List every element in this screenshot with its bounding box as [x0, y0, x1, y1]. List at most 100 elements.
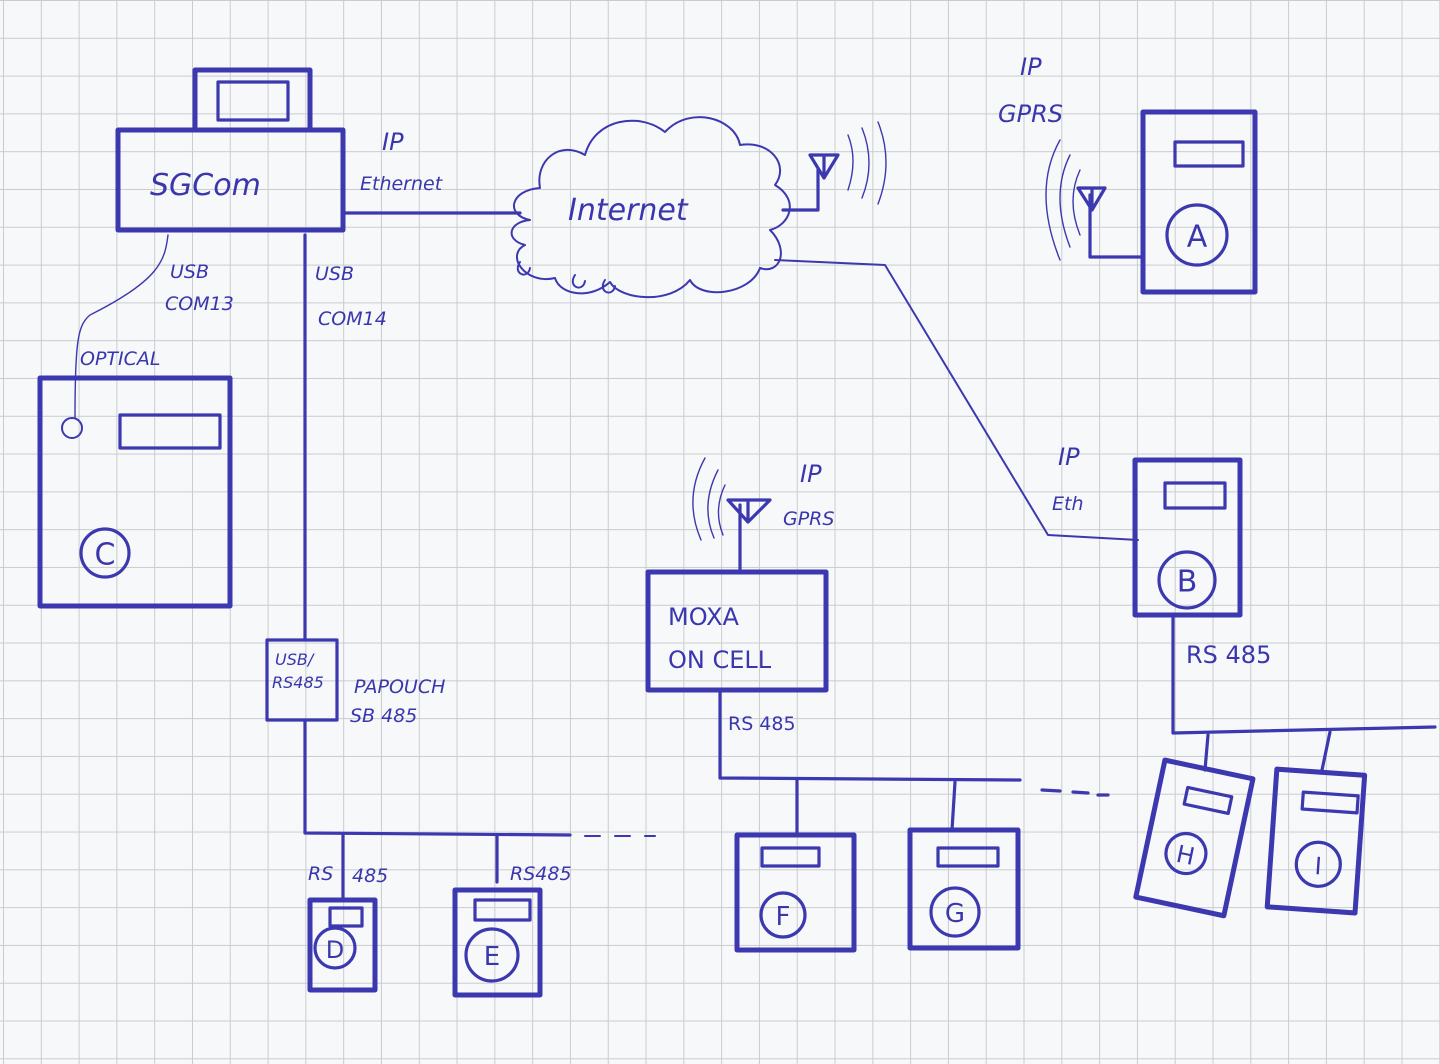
com14-label: COM14	[318, 308, 387, 330]
wireless-signal-icon	[847, 121, 887, 205]
moxa-node: MOXA ON CELL	[645, 457, 829, 693]
meter-f-badge	[759, 891, 807, 939]
sgcom-ip-label: IP	[382, 128, 404, 156]
b-rs485-label: RS 485	[1186, 641, 1271, 669]
moxa-rs485-label: RS 485	[728, 713, 796, 735]
sgcom-ethernet-label: Ethernet	[360, 173, 444, 195]
meter-a-badge	[1165, 203, 1229, 267]
meter-a-letter: A	[1187, 220, 1208, 255]
internet-node: Internet	[510, 116, 791, 299]
moxa-line1: MOXA	[668, 603, 740, 631]
e-rs485-label: RS485	[510, 863, 572, 885]
meter-b-display	[1163, 481, 1227, 510]
meter-d-badge	[313, 926, 357, 970]
com13-label: COM13	[165, 293, 234, 315]
meter-e-letter: E	[484, 942, 500, 972]
moxa-ip-label: IP	[800, 460, 822, 488]
meter-c-badge	[79, 527, 131, 579]
d-485-label: 485	[352, 865, 388, 887]
meter-d-display	[328, 906, 364, 928]
meter-a-antenna-mast	[1088, 193, 1142, 259]
meter-a-signal-icon	[1045, 139, 1081, 261]
meter-e-body	[452, 887, 543, 998]
moxa-rs485-bus	[718, 688, 1022, 782]
converter-box	[265, 638, 339, 722]
meter-e-display	[473, 898, 532, 922]
meter-a-body	[1140, 109, 1258, 295]
meter-b: B	[1132, 457, 1243, 618]
meter-i-body	[1264, 766, 1368, 916]
converter-rs485-bus	[303, 718, 572, 837]
sgcom-monitor-screen	[216, 80, 290, 122]
meter-g-body	[907, 827, 1021, 951]
internet-antenna	[781, 121, 887, 212]
meter-a: A	[1045, 109, 1258, 295]
moxa-box	[645, 569, 829, 693]
meter-d: D	[307, 897, 378, 993]
meter-h-letter: H	[1174, 840, 1197, 871]
meter-h-body	[1133, 757, 1256, 919]
meter-h-display	[1182, 785, 1234, 816]
optical-port-icon	[61, 417, 83, 439]
b-ip-label: IP	[1058, 443, 1080, 471]
meter-g-display	[936, 846, 1000, 868]
meter-c-letter: C	[95, 538, 116, 573]
meter-c-body	[37, 375, 233, 609]
antenna-mast	[781, 168, 820, 212]
meter-d-letter: D	[326, 936, 344, 964]
meter-a-antenna-icon	[1076, 186, 1107, 212]
meter-h-badge	[1164, 831, 1208, 876]
meter-i-badge	[1294, 840, 1342, 888]
meter-b-letter: B	[1177, 565, 1198, 600]
b-rs485-bus	[1171, 616, 1437, 735]
meter-g-badge	[929, 886, 981, 938]
internet-to-b-link	[774, 259, 1139, 541]
meter-c-display	[118, 413, 222, 450]
meter-i-display	[1300, 790, 1360, 815]
papouch-label-2: SB 485	[350, 705, 417, 727]
meter-e: E	[452, 887, 543, 998]
meter-f-letter: F	[776, 902, 791, 932]
meter-i-letter: I	[1314, 852, 1323, 880]
usb-com13-link	[74, 234, 169, 419]
internet-cloud-curls	[516, 261, 616, 294]
meter-e-badge	[464, 927, 520, 983]
bus-drop-i	[1320, 730, 1332, 772]
meter-c: C	[37, 375, 233, 609]
moxa-bus-dashes	[1040, 788, 1110, 797]
converter-line2: RS485	[272, 673, 324, 692]
meter-b-badge	[1157, 550, 1217, 610]
sgcom-label: SGCom	[150, 168, 261, 203]
a-gprs-label: GPRS	[998, 100, 1063, 128]
meter-f-display	[760, 846, 821, 868]
optical-label: OPTICAL	[80, 348, 160, 370]
b-eth-label: Eth	[1052, 493, 1084, 515]
usb1-label: USB	[170, 261, 209, 283]
moxa-line2: ON CELL	[668, 646, 772, 674]
internet-label: Internet	[568, 193, 689, 228]
bus-drop-g	[950, 780, 957, 832]
meter-i: I	[1264, 766, 1368, 916]
usb2-label: USB	[315, 263, 354, 285]
sgcom-box	[115, 127, 346, 233]
meter-b-body	[1132, 457, 1243, 618]
d-rs-label: RS	[308, 863, 333, 885]
papouch-label-1: PAPOUCH	[354, 676, 445, 698]
usb-rs485-converter: USB/ RS485	[265, 638, 339, 722]
internet-cloud-icon	[510, 116, 791, 299]
meter-g-letter: G	[945, 899, 965, 929]
meter-h: H	[1133, 757, 1256, 919]
antenna-icon	[808, 153, 840, 180]
sgcom-node: SGCom	[115, 67, 346, 233]
bus-drop-h	[1203, 733, 1210, 772]
a-ip-label: IP	[1020, 53, 1042, 81]
meter-g: G	[907, 827, 1021, 951]
moxa-antenna-icon	[726, 498, 772, 524]
meter-f-body	[734, 832, 857, 953]
converter-line1: USB/	[275, 650, 315, 669]
moxa-gprs-label: GPRS	[783, 508, 834, 530]
meter-a-display	[1173, 140, 1245, 168]
meter-f: F	[734, 832, 857, 953]
moxa-signal-icon	[692, 457, 726, 541]
